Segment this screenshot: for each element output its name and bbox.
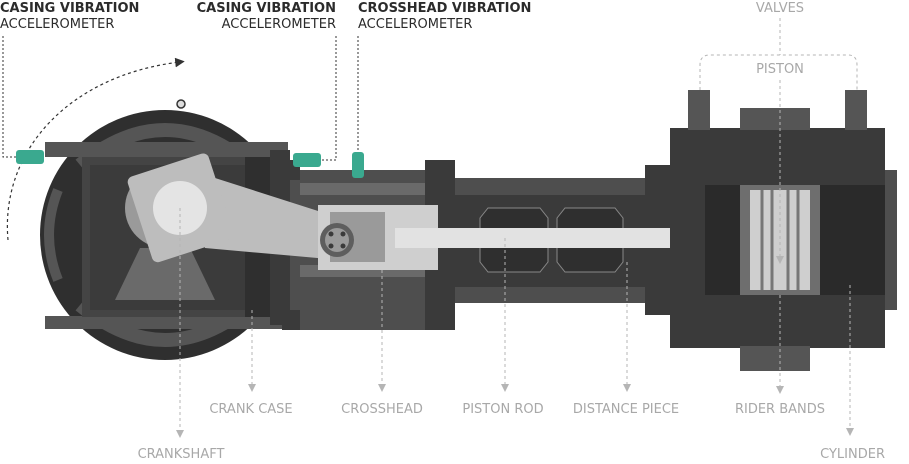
label-piston-rod: PISTON ROD: [462, 402, 544, 417]
label-piston: PISTON: [756, 62, 804, 77]
rotation-arrow: [6, 57, 185, 241]
casing-sensor-2-subtitle: ACCELEROMETER: [221, 17, 336, 32]
casing-sensor-2-title: CASING VIBRATION: [196, 1, 336, 16]
label-distance-piece: DISTANCE PIECE: [572, 402, 680, 417]
casing-sensor-2-label: CASING VIBRATION ACCELEROMETER: [196, 1, 336, 33]
label-crank-case: CRANK CASE: [209, 402, 293, 417]
label-rider-bands: RIDER BANDS: [734, 402, 826, 417]
part-leaders: [176, 18, 854, 438]
label-cylinder: CYLINDER: [820, 447, 885, 462]
casing-sensor-1-subtitle: ACCELEROMETER: [0, 17, 115, 32]
casing-sensor-2: [293, 153, 321, 167]
crosshead-sensor: [352, 152, 364, 178]
label-crosshead: CROSSHEAD: [341, 402, 423, 417]
valves-bracket: [699, 54, 858, 90]
label-crankshaft: CRANKSHAFT: [137, 447, 225, 462]
casing-sensor-1: [16, 150, 44, 164]
crosshead-sensor-title: CROSSHEAD VIBRATION: [358, 1, 532, 16]
sensor-leaders: [2, 36, 359, 161]
label-valves: VALVES: [755, 1, 805, 16]
crosshead-sensor-label: CROSSHEAD VIBRATION ACCELEROMETER: [358, 1, 531, 33]
piston: [740, 185, 820, 295]
crosshead-sensor-subtitle: ACCELEROMETER: [358, 17, 473, 32]
casing-sensor-1-title: CASING VIBRATION: [0, 1, 140, 16]
piston-rod: [395, 228, 745, 248]
casing-sensor-1-label: CASING VIBRATION ACCELEROMETER: [0, 1, 139, 33]
